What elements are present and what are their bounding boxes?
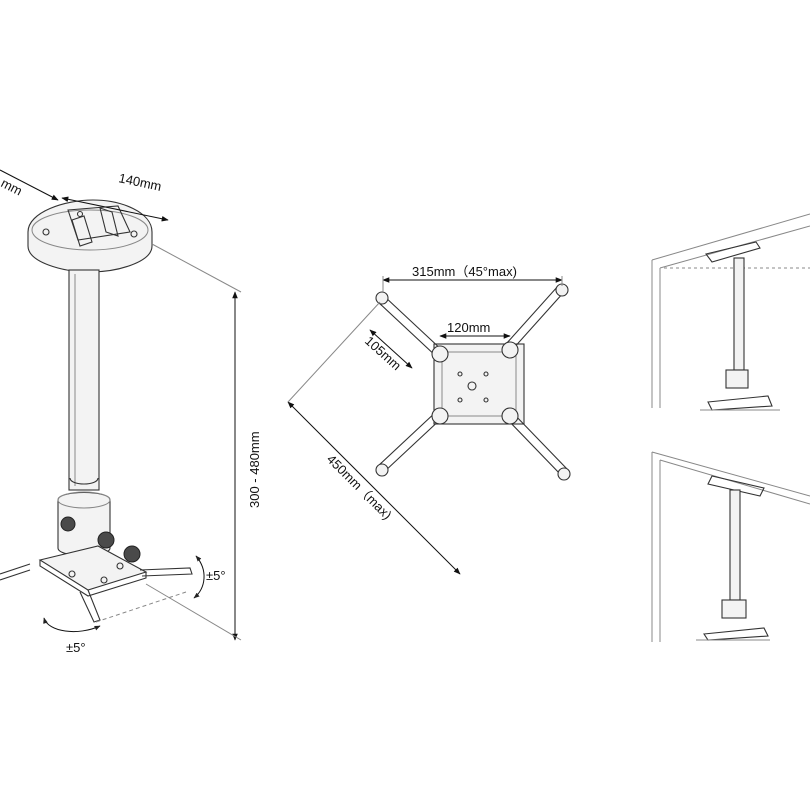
arm-top-right: [501, 283, 569, 359]
dim-cut-line: [0, 169, 59, 201]
swivel-arrow: [43, 617, 101, 632]
arm-bottom-right: [501, 407, 571, 481]
install-flat-ceiling: [651, 213, 810, 411]
dim-diag-label: 450mm（max): [324, 452, 395, 523]
dim-center-label: 120mm: [447, 320, 490, 335]
dim-diag-line: [287, 401, 461, 575]
projector-plate: [0, 545, 193, 623]
top-view: 315mm（45°max) 120mm 105mm 450mm（max): [287, 264, 571, 575]
dim-span-label: 315mm（45°max): [412, 264, 517, 279]
tilt-arrow: [193, 555, 205, 599]
dim-arm-label: 105mm: [362, 333, 404, 373]
dim-width-line: [61, 196, 169, 222]
tilt-label: ±5°: [206, 568, 226, 583]
swivel-label: ±5°: [66, 640, 86, 655]
dim-width-label: 140mm: [117, 170, 163, 194]
dim-arm-line: [369, 329, 413, 369]
dim-height-label: 300 - 480mm: [247, 431, 262, 508]
arm-top-left: [375, 291, 449, 363]
swivel-head: [57, 491, 141, 563]
side-view: mm 140mm 300 - 480mm ±5° ±5°: [0, 169, 262, 655]
extension-pole: [68, 269, 100, 491]
arm-bottom-left: [375, 407, 449, 477]
install-sloped-ceiling: [651, 451, 810, 642]
dim-height-line: [145, 243, 242, 641]
dim-cut-label: mm: [0, 175, 25, 198]
ceiling-plate: [27, 199, 153, 273]
